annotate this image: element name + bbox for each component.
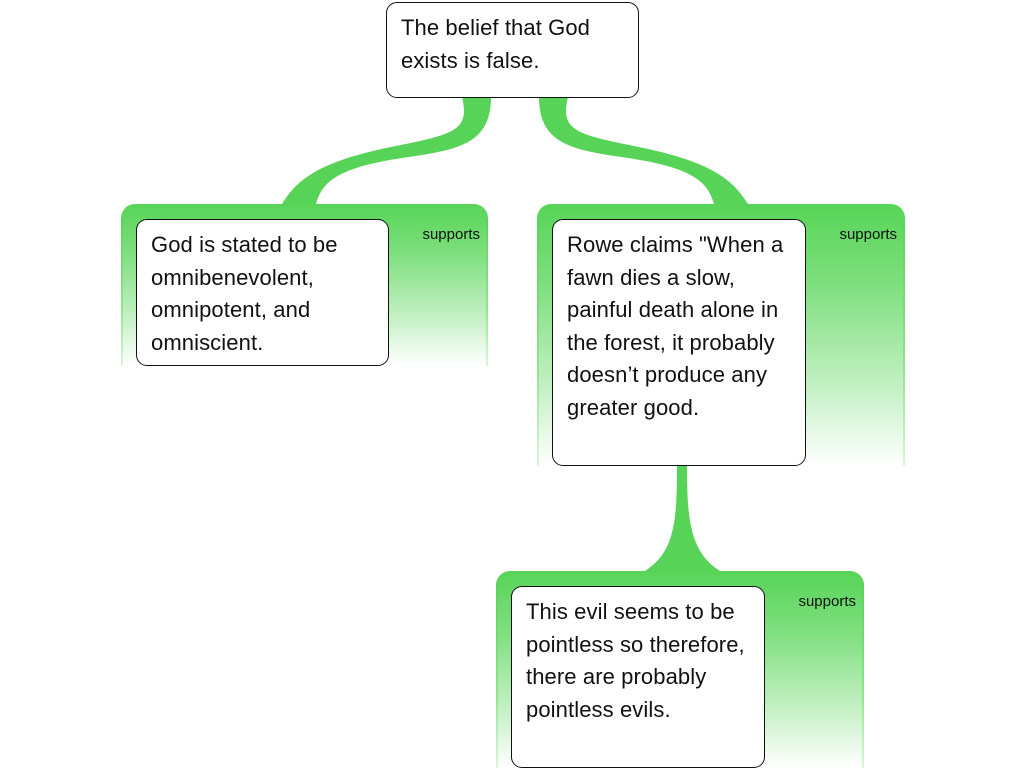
relation-label-supports: supports [839,226,897,243]
relation-label-supports: supports [422,226,480,243]
claim-text: Rowe claims "When a fawn dies a slow, pa… [567,232,784,420]
root-claim-text: The belief that God exists is false. [401,15,591,73]
claim-text: God is stated to be omnibenevolent, omni… [151,232,338,355]
claim-box-pointless-evil[interactable]: This evil seems to be pointless so there… [511,586,765,768]
root-claim-box[interactable]: The belief that God exists is false. [386,2,639,98]
claim-box-god-attributes[interactable]: God is stated to be omnibenevolent, omni… [136,219,389,366]
connector-root-to-claim-1 [282,97,491,204]
relation-label-supports: supports [798,593,856,610]
connector-claim-2-to-claim-3 [645,465,720,571]
claim-text: This evil seems to be pointless so there… [526,599,745,722]
claim-box-rowe-fawn[interactable]: Rowe claims "When a fawn dies a slow, pa… [552,219,806,466]
connector-root-to-claim-2 [539,97,748,204]
